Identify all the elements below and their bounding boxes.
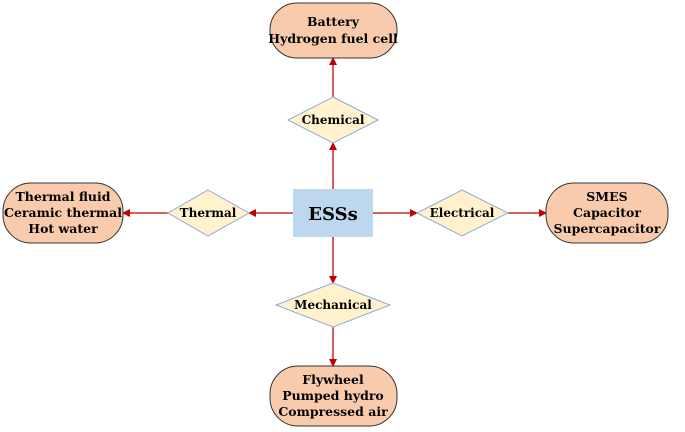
connectors xyxy=(122,57,547,367)
diamond-electrical: Electrical xyxy=(415,189,510,237)
center-node: ESSs xyxy=(293,189,373,237)
box-chemical-line-2: Hydrogen fuel cell xyxy=(268,31,398,46)
box-electrical-line-2: Capacitor xyxy=(573,205,641,220)
diamond-mechanical-label: Mechanical xyxy=(294,298,372,312)
diamond-thermal-shape xyxy=(166,189,251,237)
center-box xyxy=(293,189,373,237)
diamond-thermal-label: Thermal xyxy=(180,206,237,220)
diamond-chemical: Chemical xyxy=(286,96,380,144)
box-mechanical-line-3: Compressed air xyxy=(278,404,388,419)
diamond-chemical-label: Chemical xyxy=(302,113,365,127)
box-mechanical-line-1: Flywheel xyxy=(302,372,364,387)
diamond-chemical-shape xyxy=(286,96,380,144)
box-electrical-shape xyxy=(545,182,669,244)
box-chemical-line-1: Battery xyxy=(307,14,360,29)
diamond-thermal: Thermal xyxy=(166,189,251,237)
box-thermal-shape xyxy=(2,182,124,244)
diamond-electrical-label: Electrical xyxy=(430,206,495,220)
box-thermal: Thermal fluid Ceramic thermal Hot water xyxy=(2,182,124,244)
box-chemical-shape xyxy=(269,2,398,59)
center-label: ESSs xyxy=(308,204,357,225)
box-thermal-line-1: Thermal fluid xyxy=(15,189,110,204)
box-thermal-line-2: Ceramic thermal xyxy=(4,205,122,220)
box-electrical: SMES Capacitor Supercapacitor xyxy=(545,182,669,244)
diamond-mechanical-shape xyxy=(274,282,392,328)
box-mechanical-line-2: Pumped hydro xyxy=(282,388,384,403)
box-mechanical: Flywheel Pumped hydro Compressed air xyxy=(269,365,398,427)
box-thermal-line-3: Hot water xyxy=(28,221,98,236)
diamond-mechanical: Mechanical xyxy=(274,282,392,328)
diamond-electrical-shape xyxy=(415,189,510,237)
box-electrical-line-1: SMES xyxy=(586,189,627,204)
box-electrical-line-3: Supercapacitor xyxy=(553,221,660,236)
box-chemical: Battery Hydrogen fuel cell xyxy=(268,2,398,59)
box-mechanical-shape xyxy=(269,365,398,427)
